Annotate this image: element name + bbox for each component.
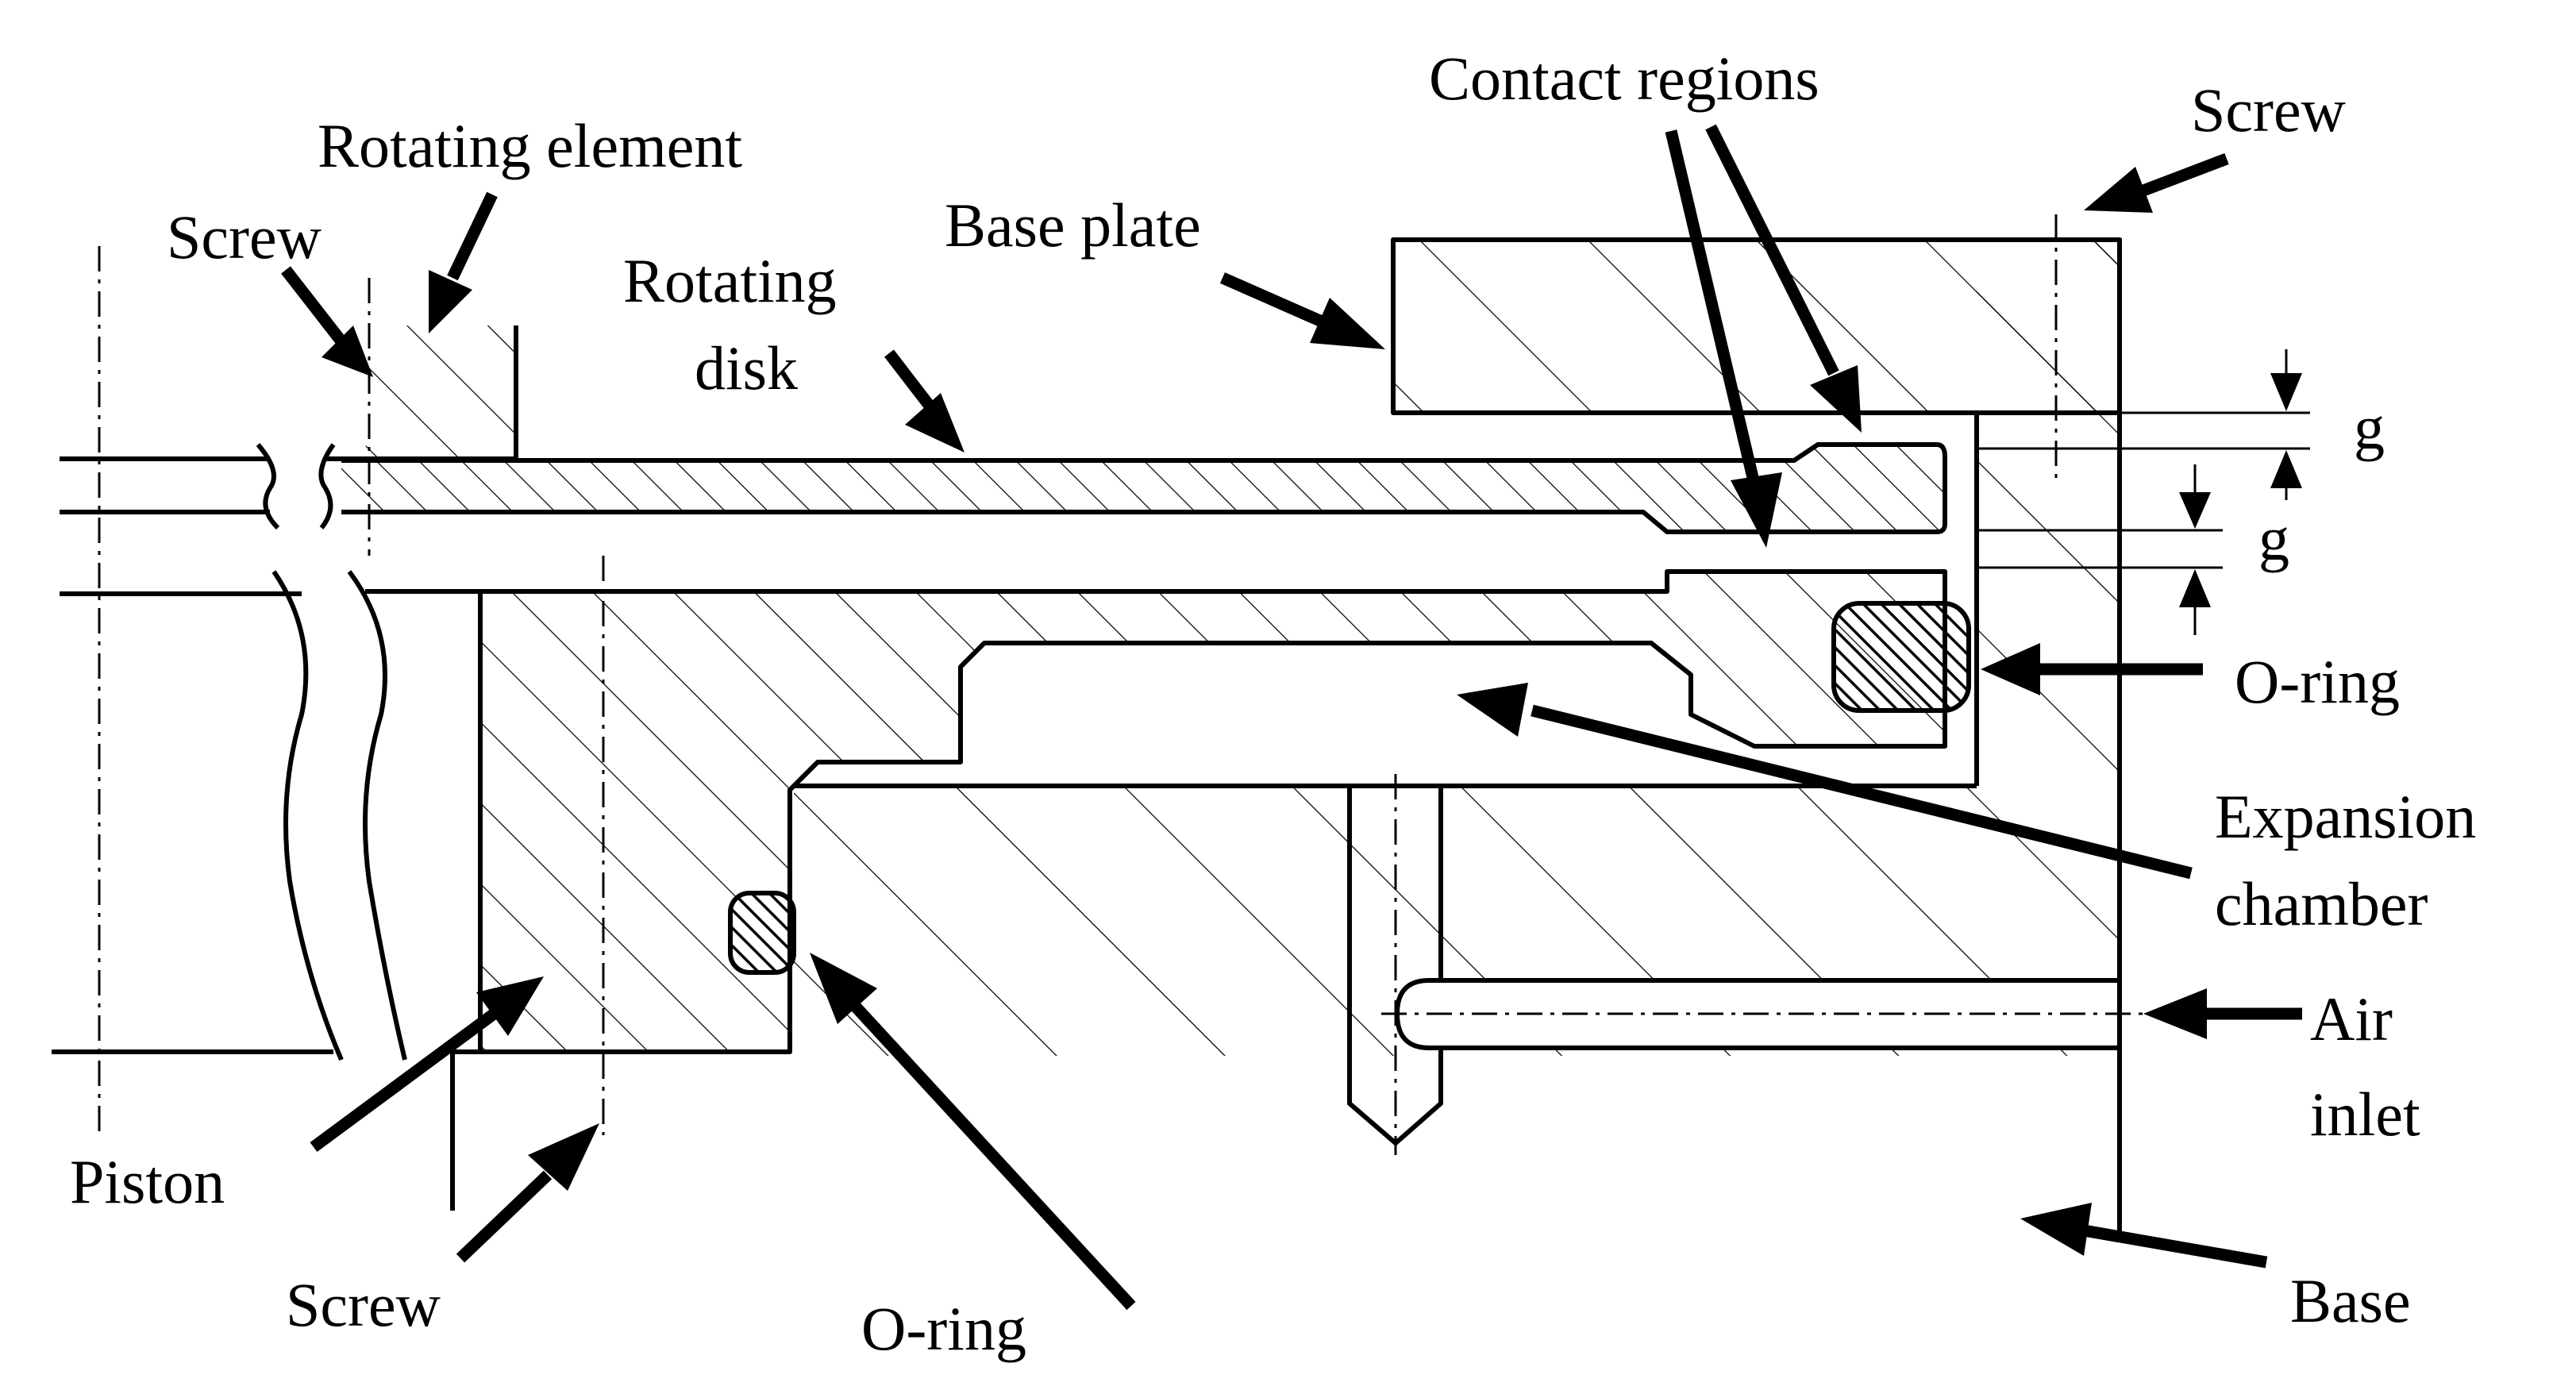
arrow-head [1981,643,2040,695]
arrow-head [1310,298,1385,349]
arrow-rotating-disk [884,349,934,409]
label-expansion-chamber-line2: chamber [2215,869,2428,938]
o-ring-bottom [728,891,796,975]
label-gap-bottom: g [2258,504,2289,573]
arrow-head [322,325,373,377]
arrow-screw-top-left [281,266,346,345]
label-rotating-disk-line2: disk [695,333,798,402]
label-piston: Piston [70,1147,225,1216]
piston-body [365,569,1947,1054]
label-contact-regions: Contact regions [1429,44,1819,113]
shaft-break-lines [52,443,407,1061]
label-rotating-disk-line1: Rotating [623,246,837,315]
arrow-contact-region-upper [1705,124,1839,376]
arrow-expansion-chamber [1531,704,2193,880]
arrow-head [1810,365,1862,433]
label-screw-top-left: Screw [167,202,322,271]
arrow-o-ring-bottom [849,999,1136,1311]
label-gap-top: g [2354,393,2385,462]
arrow-contact-region-lower [1665,129,1761,486]
label-screw-top-right: Screw [2191,75,2346,144]
arrow-head [2084,167,2153,213]
label-base-plate: Base plate [945,191,1201,260]
arrow-head [528,1123,599,1191]
arrow-screw-bottom [456,1170,553,1263]
arrow-head [1457,683,1528,737]
arrow-head [476,976,544,1036]
arrow-rotating-element [447,191,498,281]
arrow-head [810,953,877,1024]
piston-lower-lines [450,1049,790,1211]
labels: Screw Rotating element Rotating disk Bas… [70,44,2476,1363]
label-screw-bottom: Screw [286,1270,441,1339]
arrow-head [429,270,472,333]
gap-dimensions [1977,349,2310,635]
arrow-head [2020,1203,2092,1256]
label-o-ring-bottom: O-ring [861,1294,1026,1363]
center-lines [98,214,2143,1155]
leader-arrows [281,124,2302,1311]
label-air-inlet-line2: inlet [2310,1080,2420,1149]
o-ring-right [1831,601,1971,713]
label-rotating-element: Rotating element [318,111,742,180]
arrow-head [1731,472,1782,548]
label-base: Base [2290,1266,2411,1335]
label-air-inlet-line1: Air [2310,984,2393,1053]
arrow-head [905,393,965,452]
arrow-piston [310,1007,500,1153]
arrow-base [2082,1224,2268,1269]
rotating-element [325,325,518,461]
label-expansion-chamber-line1: Expansion [2215,782,2476,851]
rotating-disk [341,442,1947,534]
label-o-ring-right: O-ring [2235,647,2400,716]
base-plate [1391,237,2122,415]
arrow-head [2143,988,2207,1039]
arrow-screw-top-right [2141,152,2229,197]
arrow-base-plate [1219,272,1325,327]
